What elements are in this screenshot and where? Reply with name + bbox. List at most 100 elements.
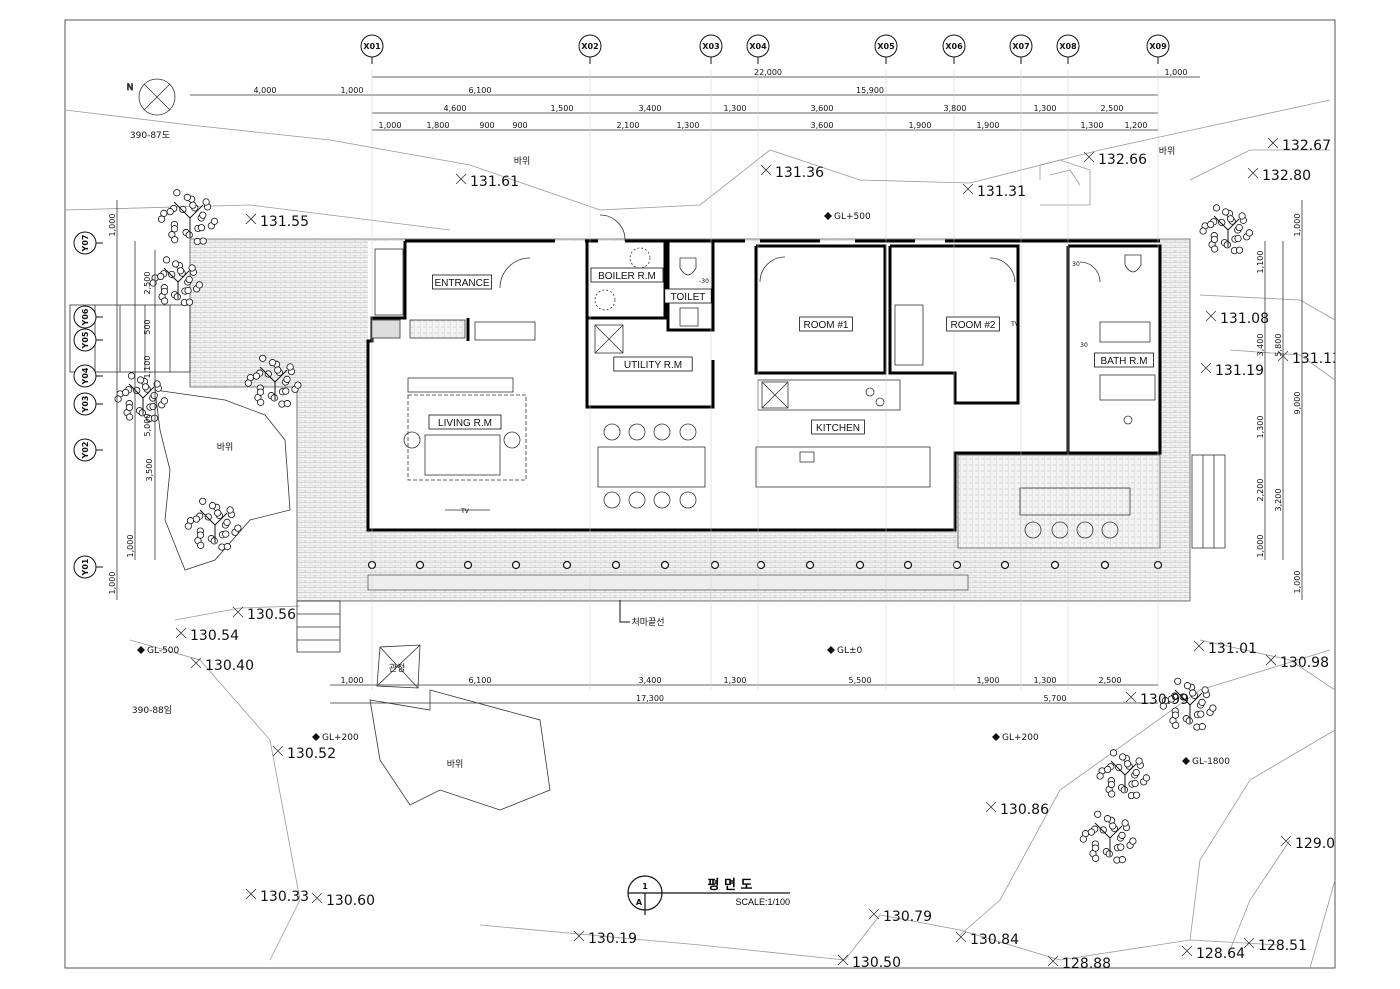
- tree-leaf: [185, 231, 193, 239]
- tree-leaf: [1117, 843, 1125, 851]
- tree-leaf: [1123, 760, 1132, 768]
- spot-elevation: 131.31: [977, 184, 1026, 200]
- column: [710, 560, 720, 570]
- tree-symbol: [1079, 810, 1137, 864]
- spot-elevation: 130.19: [588, 931, 637, 947]
- dimension-label: 3,400: [639, 104, 662, 113]
- dimension-label: 1,000: [1165, 68, 1188, 77]
- title-bubble-sheet: A: [636, 898, 643, 907]
- tree-leaf: [1087, 828, 1096, 836]
- tree-leaf: [1183, 682, 1192, 690]
- tree-leaf: [185, 298, 194, 306]
- dimension-label: 3,500: [145, 459, 154, 482]
- grid-label-x: X09: [1149, 42, 1167, 51]
- tree-leaf: [204, 513, 212, 521]
- tree-trunk: [259, 366, 288, 400]
- column: [903, 560, 913, 570]
- tree-symbol: [1096, 749, 1150, 800]
- level-label: GL+200: [1002, 733, 1039, 743]
- drawing-scale: SCALE:1/100: [735, 897, 790, 907]
- tree-leaf: [1132, 791, 1141, 799]
- tree-leaf: [1159, 702, 1167, 710]
- tree-leaf: [1238, 212, 1246, 220]
- spot-elevation: 130.60: [326, 893, 375, 909]
- tree-leaf: [171, 236, 179, 244]
- column: [611, 560, 621, 570]
- survey-point-icon: [955, 931, 967, 943]
- tree-symbol: [184, 497, 242, 551]
- tree-leaf: [1235, 223, 1243, 232]
- dimension-label: 1,300: [724, 104, 747, 113]
- title-bubble-number: 1: [642, 882, 648, 891]
- tree-leaf: [286, 363, 294, 371]
- tree-leaf: [166, 208, 174, 216]
- spot-elevation: 130.56: [247, 607, 296, 623]
- column: [463, 560, 473, 570]
- fixture-annotation: 30: [1072, 261, 1080, 268]
- survey-point-icon: [1200, 362, 1212, 374]
- rock-outlines: [154, 389, 551, 811]
- tree-leaf: [1222, 208, 1230, 216]
- dimension-label: 1,000: [341, 86, 364, 95]
- tree-trunk: [1110, 760, 1137, 792]
- grid-label-x: X01: [363, 42, 381, 51]
- tree-trunk: [1174, 689, 1203, 723]
- room-label: ENTRANCE: [434, 278, 489, 289]
- tree-leaf: [1223, 241, 1231, 249]
- dimension-label: 3,400: [1256, 334, 1265, 357]
- tree-trunk: [1213, 215, 1240, 247]
- dimension-lines: [116, 76, 1303, 704]
- dimension-label: 17,300: [636, 694, 664, 703]
- tree-leaf: [1167, 695, 1176, 703]
- tree-leaf: [1115, 763, 1123, 772]
- fixture-annotation: TV: [1010, 321, 1020, 328]
- grid-label-y: Y06: [81, 308, 90, 326]
- tree-symbol: [244, 354, 302, 408]
- tree-leaf: [1092, 854, 1100, 862]
- room-label-box: [1094, 352, 1155, 368]
- tree-leaf: [189, 201, 197, 209]
- tree-leaf: [125, 403, 134, 412]
- dimension-label: 1,000: [108, 214, 117, 237]
- survey-point-icon: [962, 183, 974, 195]
- drawing-name: 평 면 도: [708, 877, 753, 893]
- spot-elevation: 130.79: [883, 909, 932, 925]
- column: [855, 560, 865, 570]
- tree-leaf: [222, 530, 230, 538]
- spot-elevation: 131.61: [470, 174, 519, 190]
- tree-leaf: [161, 297, 169, 305]
- dimension-label: 1,000: [341, 676, 364, 685]
- survey-point-icon: [760, 164, 772, 176]
- dimension-label: 2,100: [617, 121, 640, 130]
- column: [562, 560, 572, 570]
- drawing-title: 1 A 평 면 도 SCALE:1/100: [627, 875, 790, 915]
- tree-leaf: [199, 211, 207, 219]
- column: [805, 560, 815, 570]
- spot-elevation: 130.84: [970, 932, 1019, 948]
- tree-leaf: [1235, 246, 1244, 254]
- column: [415, 560, 425, 570]
- dimension-label: 5,800: [1274, 334, 1283, 357]
- tree-leaf: [173, 293, 181, 301]
- spot-elevation: 132.80: [1262, 168, 1311, 184]
- survey-point-icon: [1193, 640, 1205, 652]
- well-symbol: [376, 644, 421, 689]
- eave-leader-line: [619, 600, 630, 623]
- dimension-label: 2,500: [1101, 104, 1124, 113]
- survey-point-icon: [190, 657, 202, 669]
- level-marker-icon: [827, 646, 835, 654]
- column: [1100, 560, 1110, 570]
- tree-symbol: [1199, 204, 1253, 255]
- tree-leaf: [1079, 835, 1087, 843]
- dimension-label: 1,300: [724, 676, 747, 685]
- room-label-box: [590, 267, 664, 283]
- columns: [367, 560, 1163, 570]
- grid-label-x: X02: [581, 42, 598, 51]
- room-label-box: [431, 274, 492, 290]
- tree-leaf: [1171, 711, 1180, 719]
- survey-point-icon: [1277, 350, 1289, 362]
- spot-elevation: 129.0: [1295, 836, 1335, 852]
- tree-leaf: [1129, 837, 1137, 845]
- tree-leaf: [1109, 749, 1118, 757]
- tree-leaf: [1099, 826, 1107, 834]
